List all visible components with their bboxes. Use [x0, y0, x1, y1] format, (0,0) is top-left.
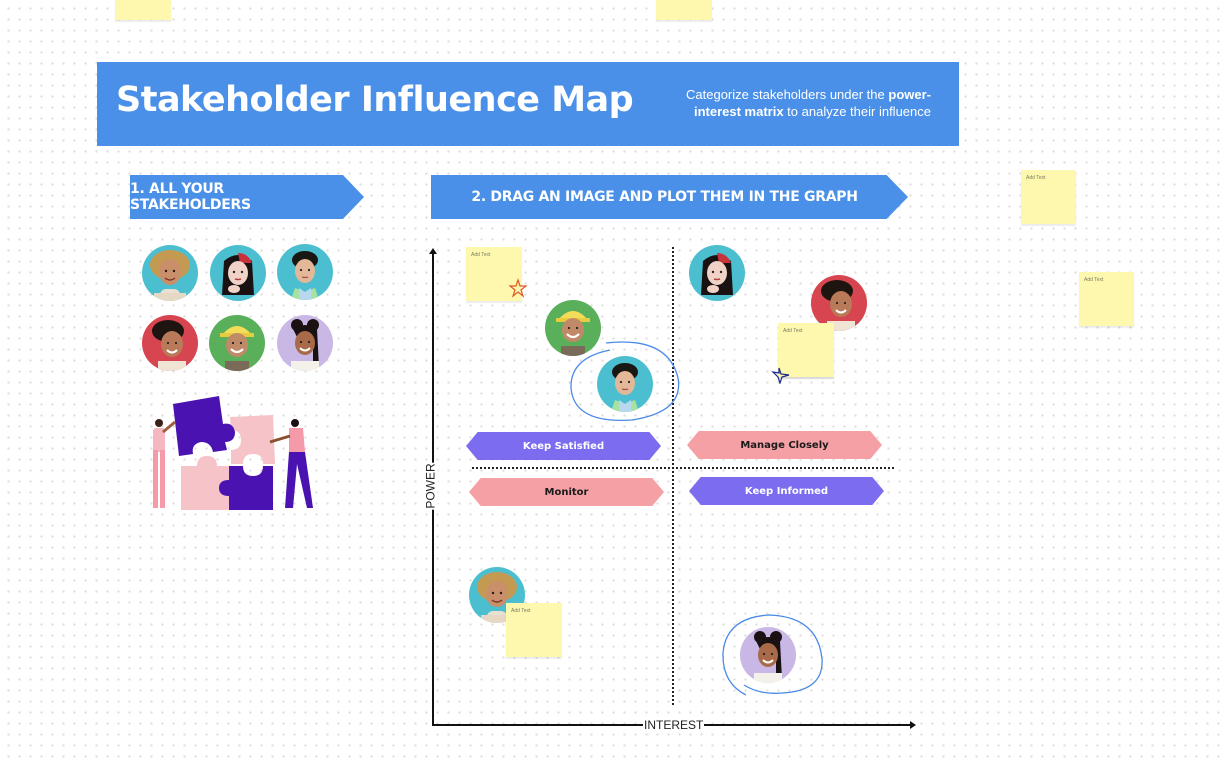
plotted-avatar-curly-dark-hair-person[interactable] [811, 275, 867, 331]
sticky-note[interactable]: Add Text [778, 323, 834, 377]
sticky-note-top-left[interactable] [115, 0, 171, 20]
sticky-note[interactable]: Add Text [1021, 170, 1076, 224]
step2-banner: 2. DRAG AN IMAGE AND PLOT THEM IN THE GR… [431, 175, 908, 219]
quadrant-keep-satisfied: Keep Satisfied [466, 432, 661, 460]
puzzle-illustration [145, 392, 325, 517]
star-doodle-icon [508, 278, 528, 303]
sticky-note[interactable]: Add Text [1079, 272, 1134, 326]
sticky-note-placeholder: Add Text [1026, 175, 1046, 181]
y-axis-arrow-icon [429, 248, 437, 254]
vertical-divider [672, 247, 674, 705]
quadrant-manage-closely: Manage Closely [687, 431, 882, 459]
subtitle-bold: power-interest matrix [693, 87, 931, 119]
plotted-avatar-red-streak-hair-person[interactable] [689, 245, 745, 301]
header-banner: Stakeholder Influence Map Categorize sta… [97, 62, 959, 146]
x-axis-label: INTEREST [643, 718, 705, 732]
sticky-note-top-middle[interactable] [656, 0, 712, 20]
x-axis-arrow-icon [910, 721, 916, 729]
circle-doodle-icon [568, 340, 684, 427]
horizontal-divider [472, 467, 894, 469]
avatar-red-streak-hair-person[interactable] [210, 245, 266, 301]
page-title: Stakeholder Influence Map [116, 80, 634, 120]
star-doodle-icon [771, 366, 791, 389]
avatar-yellow-cap-person[interactable] [209, 315, 265, 371]
plotted-avatar-yellow-cap-person[interactable] [545, 300, 601, 356]
step1-banner: 1. ALL YOUR STAKEHOLDERS [130, 175, 364, 219]
sticky-note-placeholder: Add Text [1084, 277, 1104, 283]
plotted-avatar-short-dark-hair-person[interactable] [597, 356, 653, 412]
sticky-note[interactable]: Add Text [506, 603, 562, 657]
y-axis-label: POWER [423, 462, 438, 510]
avatar-short-dark-hair-person[interactable] [277, 244, 333, 300]
avatar-curly-dark-hair-person[interactable] [142, 315, 198, 371]
header-subtitle: Categorize stakeholders under the power-… [651, 86, 931, 120]
circle-doodle-icon [720, 613, 826, 704]
sticky-note-placeholder: Add Text [471, 252, 491, 258]
sticky-note-placeholder: Add Text [511, 608, 531, 614]
sticky-note[interactable]: Add Text [466, 247, 522, 301]
avatar-lavender-bg-person[interactable] [277, 315, 333, 371]
subtitle-text: Categorize stakeholders under the [686, 87, 889, 102]
sticky-note-placeholder: Add Text [783, 328, 803, 334]
quadrant-keep-informed: Keep Informed [689, 477, 884, 505]
quadrant-monitor: Monitor [469, 478, 664, 506]
plotted-avatar-lavender-bg-person[interactable] [740, 627, 796, 683]
avatar-curly-hair-person[interactable] [142, 245, 198, 301]
subtitle-text-end: to analyze their influence [783, 104, 931, 119]
